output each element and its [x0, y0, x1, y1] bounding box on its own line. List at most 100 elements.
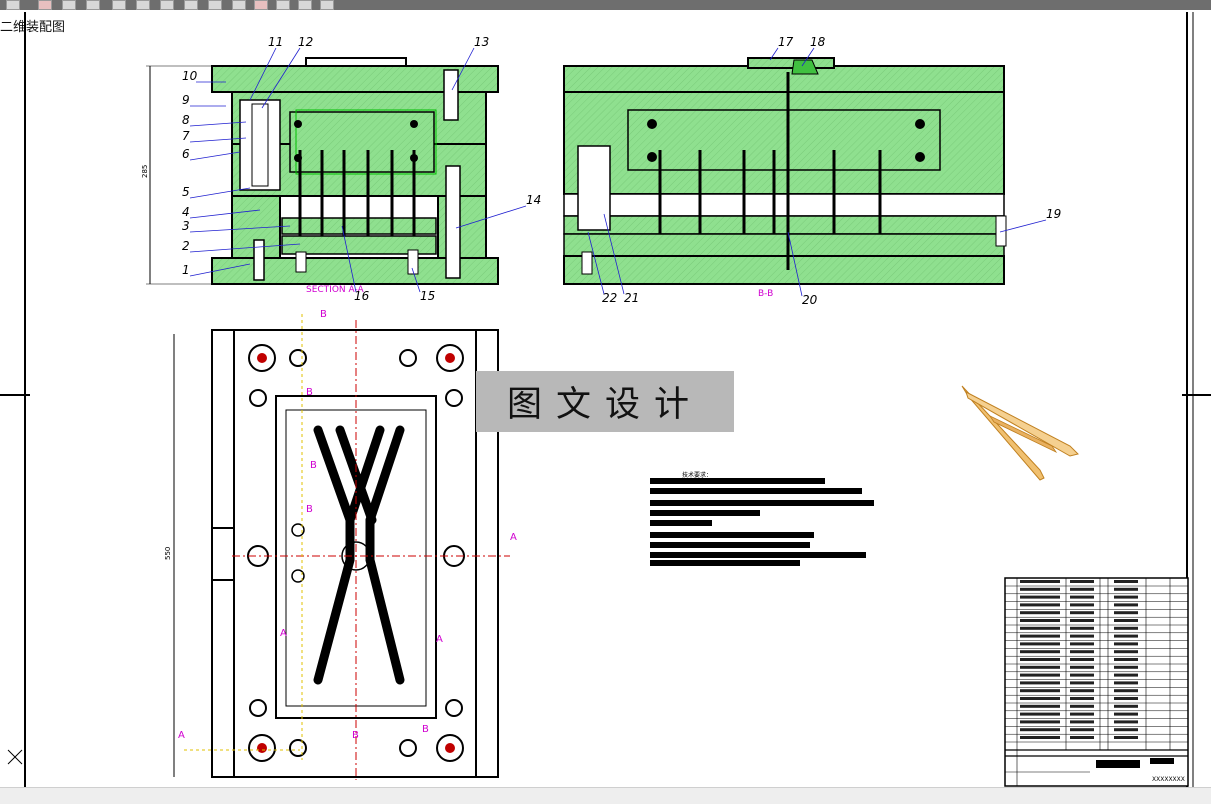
- bom-cell-code: [1020, 704, 1060, 708]
- toolbar-button[interactable]: [86, 0, 100, 10]
- toolbar-button[interactable]: [160, 0, 174, 10]
- svg-text:8: 8: [182, 113, 190, 127]
- toolbar-button[interactable]: [38, 0, 52, 10]
- svg-text:B: B: [306, 504, 313, 515]
- bom-cell-material: [1114, 634, 1138, 638]
- svg-text:A: A: [436, 634, 443, 645]
- svg-text:16: 16: [354, 289, 370, 303]
- bom-cell-name: [1070, 712, 1094, 716]
- bom-cell-code: [1020, 580, 1060, 583]
- bom-cell-material: [1114, 704, 1138, 708]
- section-a-a-label: SECTION A-A: [306, 285, 365, 295]
- bom-cell-material: [1114, 611, 1138, 615]
- svg-text:13: 13: [474, 35, 489, 49]
- toolbar-button[interactable]: [6, 0, 20, 10]
- bom-cell-material: [1114, 720, 1138, 724]
- bom-cell-name: [1070, 681, 1094, 685]
- bom-cell-material: [1114, 595, 1138, 599]
- svg-text:18: 18: [810, 35, 826, 49]
- svg-text:6: 6: [182, 147, 190, 161]
- bom-cell-material: [1114, 728, 1138, 732]
- bom-cell-name: [1070, 619, 1094, 622]
- toolbar-button[interactable]: [232, 0, 246, 10]
- bill-of-materials: XXXXXXXX: [1004, 577, 1189, 787]
- bom-cell-code: [1020, 587, 1060, 591]
- bom-cell-name: [1070, 603, 1094, 607]
- watermark-stamp: 图文设计: [476, 371, 734, 432]
- bom-cell-code: [1020, 603, 1060, 607]
- bom-cell-material: [1114, 587, 1138, 591]
- svg-text:7: 7: [182, 129, 190, 143]
- bom-rows: [1005, 580, 1188, 743]
- bom-cell-name: [1070, 720, 1094, 724]
- bom-cell-code: [1020, 642, 1060, 646]
- bom-cell-material: [1114, 642, 1138, 646]
- cad-toolbar: [0, 0, 1211, 10]
- svg-text:B: B: [310, 460, 317, 471]
- svg-text:5: 5: [182, 185, 190, 199]
- svg-text:B: B: [306, 387, 313, 398]
- bom-cell-material: [1114, 736, 1138, 739]
- svg-text:4: 4: [182, 205, 190, 219]
- svg-text:12: 12: [298, 35, 313, 49]
- status-bar: [0, 787, 1211, 804]
- svg-text:20: 20: [802, 293, 818, 307]
- bom-cell-code: [1020, 611, 1060, 615]
- bom-cell-code: [1020, 673, 1060, 677]
- bom-cell-name: [1070, 580, 1094, 583]
- section-cut-markers: B B B B B B A A A A: [178, 309, 517, 741]
- toolbar-button[interactable]: [276, 0, 290, 10]
- bom-cell-code: [1020, 689, 1060, 693]
- svg-text:17: 17: [778, 35, 794, 49]
- part-number-labels: 1 2 3 4 5 6 7 8 9 10 11 12 13 14 15 16 1…: [182, 35, 1061, 307]
- svg-text:2: 2: [182, 239, 190, 253]
- bom-cell-name: [1070, 704, 1094, 708]
- bom-cell-material: [1114, 689, 1138, 693]
- bom-cell-name: [1070, 626, 1094, 630]
- bom-cell-code: [1020, 728, 1060, 732]
- bom-cell-material: [1114, 681, 1138, 685]
- bom-cell-name: [1070, 650, 1094, 654]
- toolbar-button[interactable]: [184, 0, 198, 10]
- toolbar-button[interactable]: [62, 0, 76, 10]
- bom-cell-name: [1070, 728, 1094, 732]
- bom-cell-code: [1020, 720, 1060, 724]
- svg-text:A: A: [510, 532, 517, 543]
- toolbar-button[interactable]: [136, 0, 150, 10]
- toolbar-button[interactable]: [112, 0, 126, 10]
- bom-cell-name: [1070, 587, 1094, 591]
- bom-cell-code: [1020, 681, 1060, 685]
- bom-cell-code: [1020, 634, 1060, 638]
- toolbar-button[interactable]: [298, 0, 312, 10]
- product-isometric: [961, 385, 1079, 481]
- bom-cell-material: [1114, 658, 1138, 661]
- bom-cell-material: [1114, 665, 1138, 669]
- technical-notes-title: 技术要求：: [682, 472, 713, 479]
- drawing-tab-label[interactable]: 二维装配图: [0, 20, 66, 35]
- bom-cell-code: [1020, 650, 1060, 654]
- bom-cell-name: [1070, 658, 1094, 661]
- bom-cell-material: [1114, 603, 1138, 607]
- bom-cell-code: [1020, 619, 1060, 622]
- bom-cell-name: [1070, 697, 1094, 700]
- svg-text:A: A: [178, 730, 185, 741]
- bom-cell-code: [1020, 697, 1060, 700]
- section-b-b-view: B-B: [563, 57, 1007, 299]
- plan-view: 550: [164, 314, 510, 780]
- svg-text:22: 22: [602, 291, 617, 305]
- technical-notes-block: [650, 478, 874, 566]
- toolbar-button[interactable]: [208, 0, 222, 10]
- height-dimension: 285: [141, 165, 149, 178]
- toolbar-button[interactable]: [254, 0, 268, 10]
- toolbar-button[interactable]: [320, 0, 334, 10]
- bom-cell-material: [1114, 712, 1138, 716]
- bom-cell-material: [1114, 580, 1138, 583]
- bom-cell-material: [1114, 619, 1138, 622]
- svg-text:A: A: [280, 628, 287, 639]
- svg-text:21: 21: [624, 291, 639, 305]
- svg-text:15: 15: [420, 289, 435, 303]
- svg-text:B: B: [320, 309, 327, 320]
- svg-text:11: 11: [268, 35, 283, 49]
- svg-text:10: 10: [182, 69, 198, 83]
